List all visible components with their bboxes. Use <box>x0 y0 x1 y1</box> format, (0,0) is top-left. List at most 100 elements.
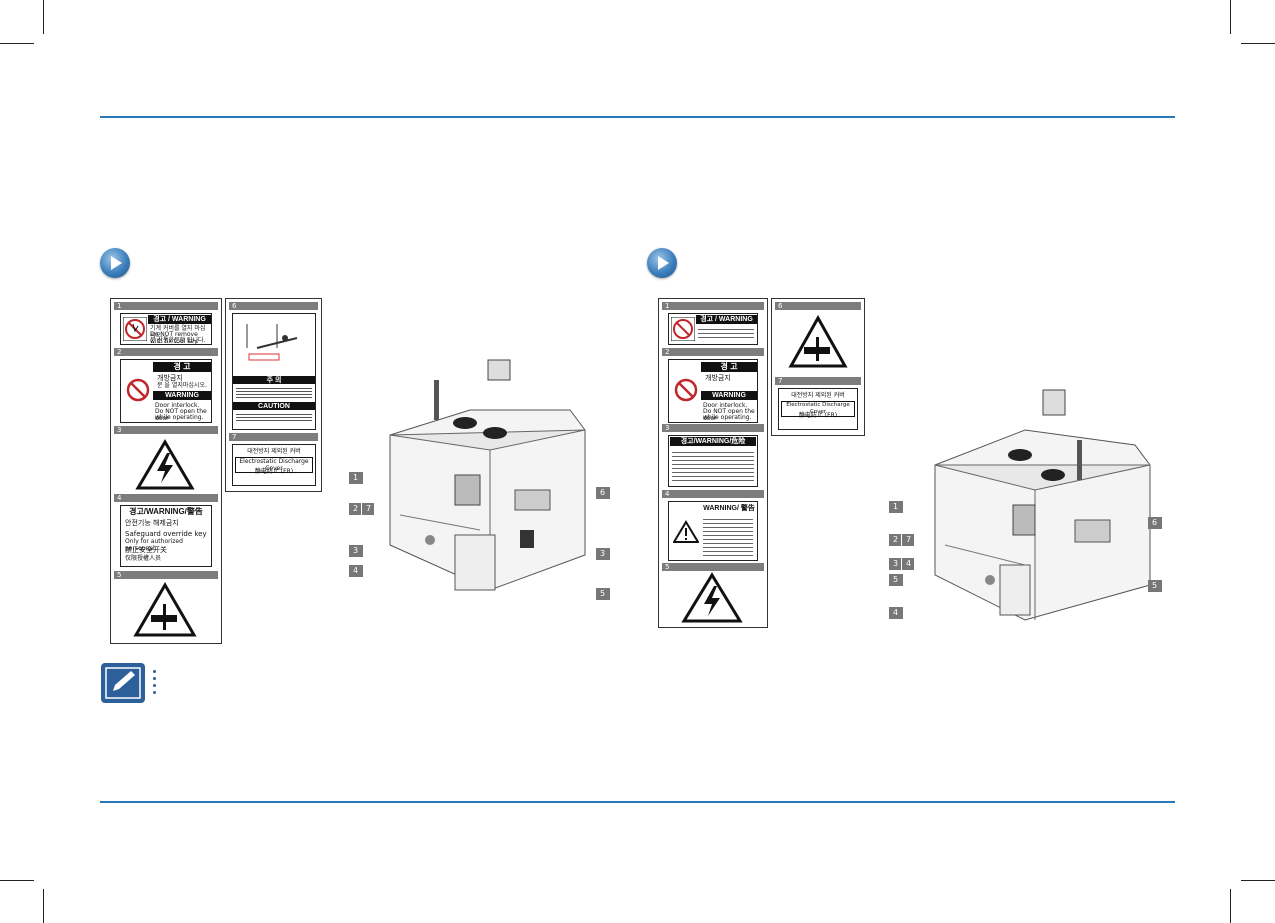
label-number: 3 <box>114 426 218 434</box>
label-heading: WARNING <box>153 391 211 400</box>
label-number: 6 <box>775 302 861 310</box>
crop-mark <box>1241 880 1275 881</box>
label-line: 안전기능 해제금지 <box>125 519 179 527</box>
label-line: while operating. <box>703 414 752 421</box>
label-heading: CAUTION <box>233 402 315 410</box>
label-fine-print <box>703 516 753 556</box>
door-interlock-label: 경 고 개방금지 WARNING Door interlock. Do NOT … <box>668 359 758 423</box>
callout-5: 5 <box>596 588 610 600</box>
label-number: 7 <box>229 433 318 441</box>
label-line: 仅限授權人员 <box>125 555 162 562</box>
label-number: 3 <box>662 424 764 432</box>
label-sheet-left-2: 6 주 의 CAUTION 7 대전방지 제외된 커버 Electrostati… <box>225 298 322 492</box>
machine-drawing-right <box>934 389 1151 621</box>
label-heading: 경 고 <box>153 362 211 372</box>
no-touch-icon <box>123 317 147 341</box>
callout-3-right: 3 <box>596 548 610 560</box>
footer-rule <box>100 801 1175 803</box>
pinch-diagram-icon <box>246 324 298 361</box>
callout-5-right: 5 <box>1148 580 1162 592</box>
warning-label-1: 경고 / WARNING <box>668 313 758 345</box>
prohibited-icon <box>674 378 698 402</box>
callout-7: 7 <box>902 534 914 546</box>
label-heading: 경 고 <box>701 362 757 372</box>
safeguard-label: 경고/WARNING/警告 안전기능 해제금지 Safeguard overri… <box>120 505 212 567</box>
machine-drawing-left <box>389 359 586 591</box>
high-voltage-icon <box>681 572 743 623</box>
callout-6: 6 <box>596 487 610 499</box>
label-heading: 주 의 <box>233 376 315 384</box>
callout-7: 7 <box>362 503 374 515</box>
label-line: 문 을 열지마십시오. <box>157 382 207 389</box>
callout-1: 1 <box>349 472 363 484</box>
label-number: 1 <box>114 302 218 310</box>
callout-6: 6 <box>1148 517 1162 529</box>
label-line: Do NOT open the door <box>703 408 755 422</box>
label-fine-print <box>236 386 312 398</box>
callout-4: 4 <box>349 565 363 577</box>
callout-4: 4 <box>902 558 914 570</box>
callout-5: 5 <box>889 574 903 586</box>
crop-mark <box>1230 0 1231 34</box>
label-line: Electrostatic Discharge Cover <box>781 401 855 417</box>
esd-cover-label: 대전방지 제외된 커버 Electrostatic Discharge Cove… <box>232 444 316 486</box>
label-line: 静电防止 (FR) <box>798 412 838 419</box>
label-line: 개방금지 <box>705 374 731 382</box>
note-pencil-icon <box>101 663 145 703</box>
prohibited-icon <box>126 378 150 402</box>
hand-crush-icon <box>788 315 848 368</box>
label-heading: 경고/WARNING/警告 <box>122 507 210 517</box>
section-bullet-icon <box>100 248 130 278</box>
label-sheet-right-2: 6 7 대전방지 제외된 커버 Electrostatic Discharge … <box>771 298 865 436</box>
label-sheet-right: 1 경고 / WARNING 2 경 고 개방금지 WARNING Door i… <box>658 298 768 628</box>
label-line: while operating. <box>155 414 204 421</box>
label-fine-print <box>672 449 754 483</box>
esd-cover-label: 대전방지 제외된 커버 Electrostatic Discharge Cove… <box>778 388 858 430</box>
label-line: 静电防止 (FR) <box>254 468 294 475</box>
label-line: 대전방지 제외된 커버 <box>791 392 845 399</box>
high-voltage-icon <box>135 439 195 490</box>
label-line: 대전방지 제외된 커버 <box>247 448 301 455</box>
door-interlock-label: 경 고 개방금지 문 을 열지마십시오. WARNING Door interl… <box>120 359 212 423</box>
label-line: Safeguard override key <box>125 530 207 538</box>
label-line: Do NOT remove with fix tool key. <box>150 331 199 345</box>
label-line: 기계 커버를 열지 마십시오. <box>150 325 206 339</box>
label-line: Door interlock. <box>703 402 748 409</box>
section-bullet-icon <box>647 248 677 278</box>
caution-label: 주 의 CAUTION <box>232 313 316 430</box>
label-number: 6 <box>229 302 318 310</box>
label-heading: WARNING/ 警告 <box>701 504 757 513</box>
label-number: 1 <box>662 302 764 310</box>
label-line: 분 산통화문험 됩니다. <box>150 337 206 344</box>
label-heading: 경고/WARNING/危险 <box>670 437 756 446</box>
label-sheet-left: 1 경고 / WARNING 기계 커버를 열지 마십시오. Do NOT re… <box>110 298 222 644</box>
callout-1: 1 <box>889 501 903 513</box>
callout-4-lower: 4 <box>889 607 903 619</box>
label-line: 개방금지 <box>157 374 183 382</box>
warning-label-1: 경고 / WARNING 기계 커버를 열지 마십시오. Do NOT remo… <box>120 313 212 345</box>
warning-label-4: WARNING/ 警告 <box>668 501 758 561</box>
label-fine-print <box>236 412 312 422</box>
label-number: 2 <box>662 348 764 356</box>
header-rule <box>100 116 1175 118</box>
label-number: 2 <box>114 348 218 356</box>
warning-triangle-icon <box>673 520 699 543</box>
label-number: 7 <box>775 377 861 385</box>
crop-mark <box>43 889 44 923</box>
label-number: 4 <box>662 490 764 498</box>
label-fine-print <box>698 326 754 340</box>
label-line: Only for authorized personnel <box>125 538 183 552</box>
hand-crush-icon <box>133 582 197 637</box>
callout-2: 2 <box>889 534 901 546</box>
label-line: 禁止安全开关 <box>125 546 167 554</box>
callout-2: 2 <box>349 503 361 515</box>
label-line: Electrostatic Discharge Cover <box>235 457 313 473</box>
label-heading: 경고 / WARNING <box>696 315 757 324</box>
crop-mark <box>1241 43 1275 44</box>
no-touch-icon <box>671 317 695 341</box>
label-number: 5 <box>662 563 764 571</box>
label-number: 4 <box>114 494 218 502</box>
crop-mark <box>1230 889 1231 923</box>
label-number: 5 <box>114 571 218 579</box>
callout-3: 3 <box>349 545 363 557</box>
